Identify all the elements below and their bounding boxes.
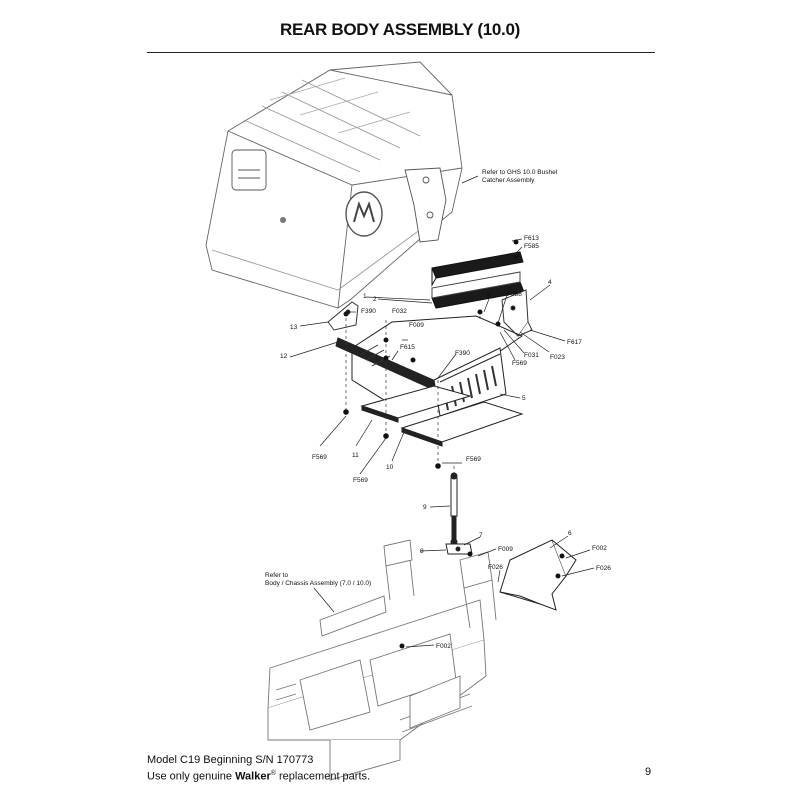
callout-f002-low: F002 <box>436 643 451 650</box>
callout-f569-bottom: F569 <box>466 456 481 463</box>
callout-f615: F615 <box>400 344 415 351</box>
gas-spring <box>450 472 458 546</box>
callout-f569-center: F569 <box>353 477 368 484</box>
callout-f613: F613 <box>524 235 539 242</box>
rear-body-hood <box>205 61 463 309</box>
cover-plate-upper <box>431 251 524 287</box>
callout-3: 3 <box>487 291 491 298</box>
callout-f617: F617 <box>567 339 582 346</box>
callout-f009-low: F009 <box>498 546 513 553</box>
callout-1: 1 <box>363 293 367 300</box>
callout-f023: F023 <box>550 354 565 361</box>
leader-lines <box>289 175 595 648</box>
note-bushel-catcher-line1: Refer to GHS 10.0 Bushel <box>482 169 558 176</box>
callout-4: 4 <box>548 279 552 286</box>
callout-11: 11 <box>352 452 359 459</box>
floor-panels <box>360 385 524 447</box>
callout-5: 5 <box>522 395 526 402</box>
callout-f026-left: F026 <box>488 564 503 571</box>
note-body-chassis-line2: Body / Chassis Assembly (7.0 / 10.0) <box>265 580 371 587</box>
callout-12: 12 <box>280 353 288 360</box>
callout-f588: F588 <box>507 291 522 298</box>
callout-f569-right: F569 <box>512 360 527 367</box>
callout-f032: F032 <box>392 308 407 315</box>
chute-panel <box>499 539 577 611</box>
hinge-bracket <box>404 167 447 243</box>
callout-6: 6 <box>568 530 572 537</box>
callout-2: 2 <box>373 296 377 303</box>
callout-10: 10 <box>386 464 394 471</box>
footer-parts-line: Use only genuine Walker® replacement par… <box>147 767 370 784</box>
footer-reg-mark: ® <box>270 770 276 777</box>
callout-f585: F585 <box>524 243 539 250</box>
fasteners <box>343 239 565 649</box>
chassis-frame <box>267 539 497 781</box>
callout-7: 7 <box>479 532 483 539</box>
page-title: REAR BODY ASSEMBLY (10.0) <box>279 20 520 39</box>
footer-prefix: Use only genuine <box>147 770 236 783</box>
title-rule <box>147 52 655 53</box>
side-bracket-4 <box>501 289 533 337</box>
callout-9: 9 <box>423 504 427 511</box>
footer-brand: Walker <box>235 770 271 783</box>
reference-notes: Refer to GHS 10.0 Bushel Catcher Assembl… <box>265 169 558 587</box>
callout-f390-top: F390 <box>361 308 376 315</box>
callout-f390-mid: F390 <box>455 350 470 357</box>
callout-f026-right: F026 <box>596 565 611 572</box>
page-number: 9 <box>645 766 652 778</box>
callout-f002-right: F002 <box>592 545 607 552</box>
callout-f569-left: F569 <box>312 454 327 461</box>
footer-model-line: Model C19 Beginning S/N 170773 <box>147 754 314 766</box>
callout-8: 8 <box>420 548 424 555</box>
callout-f009-top: F009 <box>409 322 424 329</box>
callout-f031: F031 <box>524 352 539 359</box>
callout-13: 13 <box>290 324 298 331</box>
footer-suffix: replacement parts. <box>275 770 371 783</box>
note-bushel-catcher-line2: Catcher Assembly <box>482 177 535 184</box>
note-body-chassis-line1: Refer to <box>265 572 289 579</box>
callout-labels: F613 F585 1 2 3 F588 4 F617 F023 F031 F5… <box>280 235 611 650</box>
